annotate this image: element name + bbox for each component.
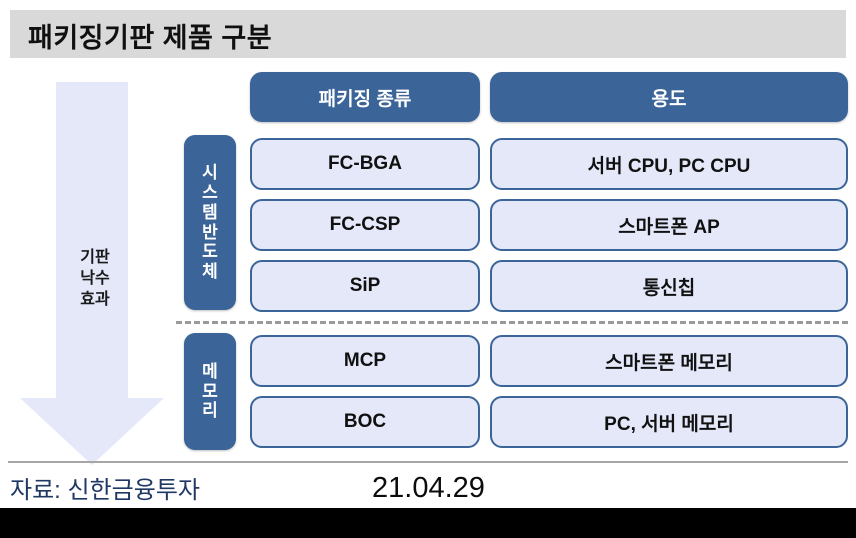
table-row: 통신칩 [490,260,848,312]
group-system-char-1: 시 [202,163,218,183]
arrow-label-line-1: 기판 [80,249,110,266]
table-row: MCP [250,335,480,387]
table-row: 스마트폰 AP [490,199,848,251]
group-system-char-6: 체 [202,261,218,281]
table-row: BOC [250,396,480,448]
date-label: 21.04.29 [372,472,485,504]
group-label-memory: 메 모 리 [184,333,236,450]
arrow-label-line-3: 효과 [80,290,110,308]
table-row: FC-CSP [250,199,480,251]
table-row: PC, 서버 메모리 [490,396,848,448]
group-label-system: 시 스 템 반 도 체 [184,135,236,310]
group-divider [176,321,848,324]
arrow-label-line-2: 낙수 [80,269,110,287]
column-header-use: 용도 [490,72,848,122]
downstream-effect-arrow [20,80,180,470]
source-label: 자료: 신한금융투자 [10,477,200,504]
bottom-crop-strip [0,508,856,538]
group-memory-char-1: 메 [202,361,218,381]
group-system-char-3: 템 [202,202,218,222]
group-system-char-2: 스 [202,183,218,203]
column-header-kind: 패키징 종류 [250,72,480,122]
table-row: 스마트폰 메모리 [490,335,848,387]
group-system-char-5: 도 [202,242,218,262]
title-band [10,10,846,58]
table-row: SiP [250,260,480,312]
arrow-down-icon [20,82,164,465]
table-row: FC-BGA [250,138,480,190]
arrow-label: 기판 낙수 효과 [56,248,134,310]
group-memory-char-3: 리 [202,401,218,421]
footer-divider [8,461,848,463]
group-memory-char-2: 모 [202,381,218,401]
table-row: 서버 CPU, PC CPU [490,138,848,190]
group-system-char-4: 반 [202,222,218,242]
page-title: 패키징기판 제품 구분 [28,23,273,53]
